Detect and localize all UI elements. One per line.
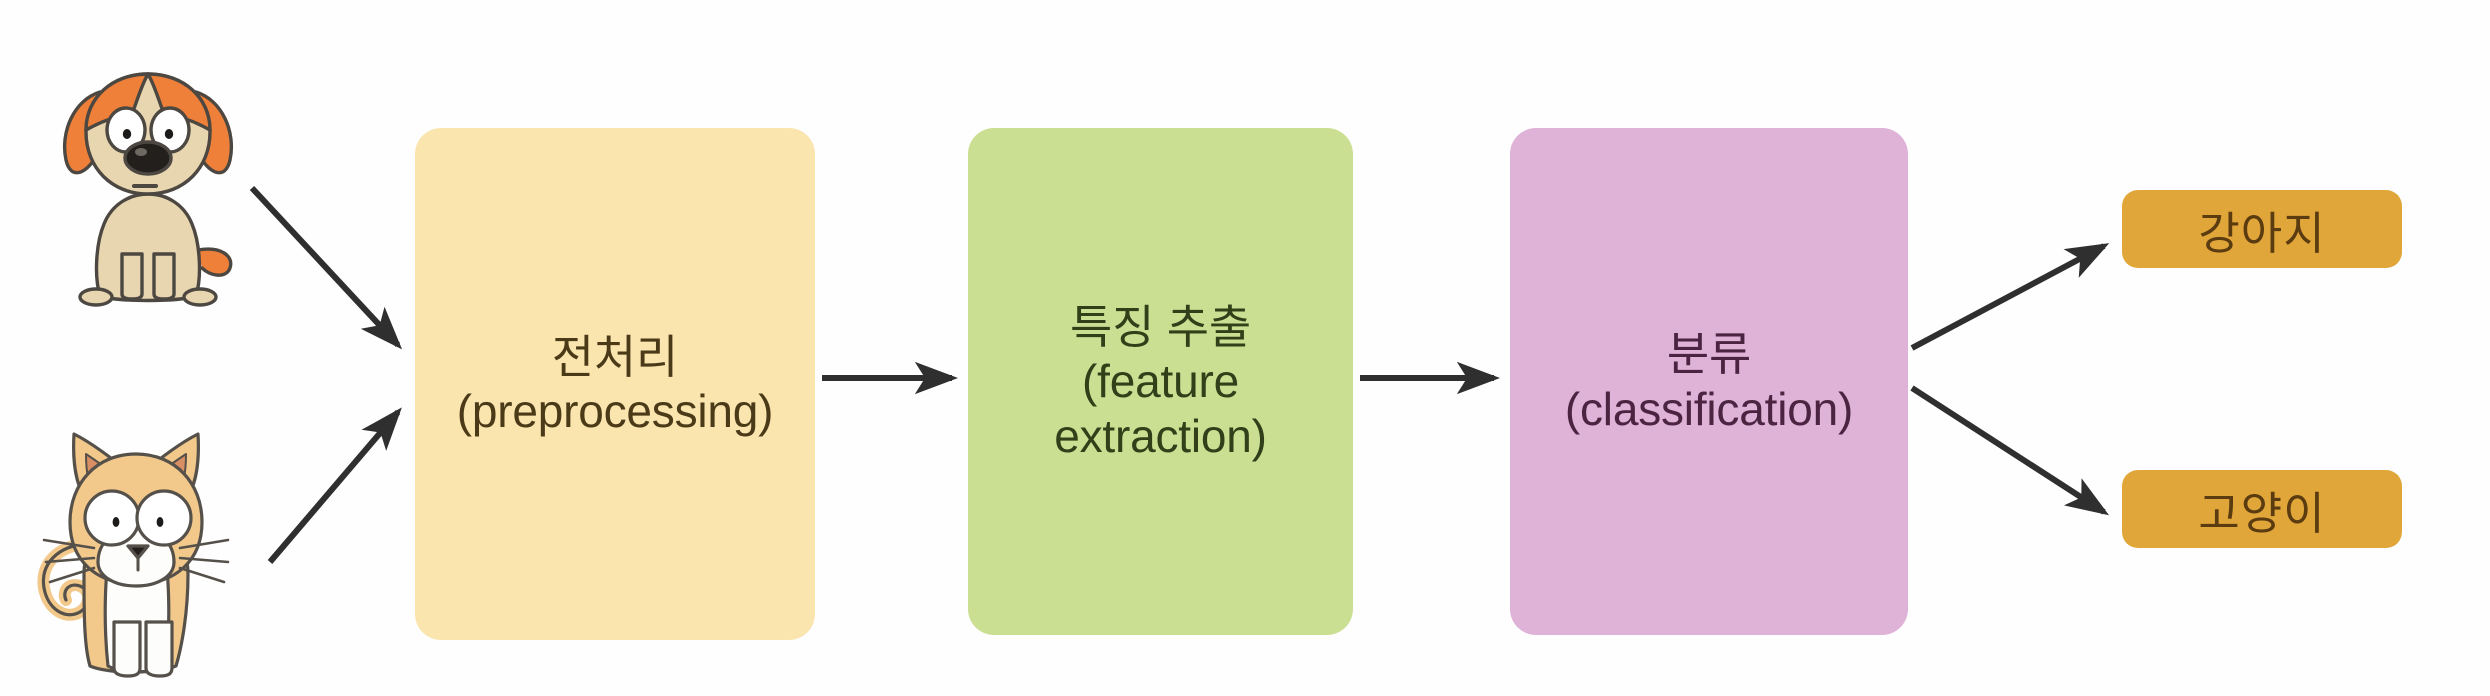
arrow-dog-to-preprocessing <box>249 185 403 350</box>
stage-classification-label: 분류 (classification) <box>1564 328 1854 435</box>
output-label-cat[interactable]: 고양이 <box>2122 470 2402 548</box>
arrow-cat-to-preprocessing <box>267 407 402 564</box>
stage-preprocessing[interactable]: 전처리 (preprocessing) <box>415 128 815 640</box>
output-label-cat-text: 고양이 <box>2198 487 2326 539</box>
arrow-classification-to-dog <box>1910 243 2110 351</box>
dog-illustration <box>63 72 233 307</box>
stage-feature-extraction-label: 특징 추출 (feature extraction) <box>1054 301 1267 462</box>
cat-illustration <box>37 432 230 678</box>
arrow-classification-to-cat <box>1910 385 2110 516</box>
stage-feature-extraction[interactable]: 특징 추출 (feature extraction) <box>968 128 1353 635</box>
output-label-dog[interactable]: 강아지 <box>2122 190 2402 268</box>
stage-preprocessing-label: 전처리 (preprocessing) <box>456 330 774 437</box>
output-label-dog-text: 강아지 <box>2198 207 2326 259</box>
stage-classification[interactable]: 분류 (classification) <box>1510 128 1908 635</box>
